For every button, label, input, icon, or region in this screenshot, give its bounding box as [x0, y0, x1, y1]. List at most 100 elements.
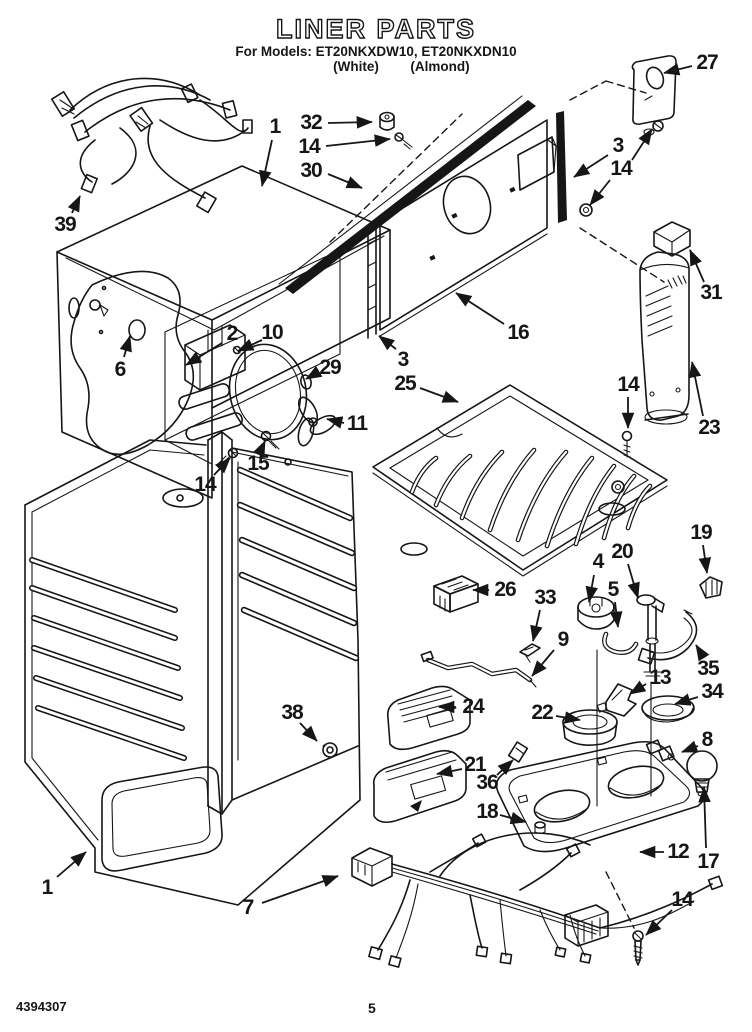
callout-arrow-8 — [681, 740, 699, 753]
rear-panel-16-art — [278, 55, 677, 339]
callout-arrow-4 — [585, 574, 598, 603]
callout-29-16: 29 — [319, 356, 341, 379]
fresh-food-liner-art — [24, 431, 361, 906]
callout-14-39: 14 — [671, 888, 693, 911]
callout-arrow-3 — [378, 335, 397, 351]
callout-arrow-13 — [629, 680, 647, 695]
color-label-almond: (Almond) — [410, 59, 470, 74]
air-duct-23-art — [639, 251, 690, 425]
callout-14-13: 14 — [617, 373, 639, 396]
callout-arrow-2 — [185, 342, 223, 366]
callout-15-18: 15 — [247, 452, 269, 475]
callout-25-12: 25 — [394, 372, 416, 395]
callout-arrow-32 — [327, 116, 373, 129]
callout-arrow-14 — [645, 909, 673, 936]
callout-16-10: 16 — [507, 321, 529, 344]
callout-38-42: 38 — [281, 701, 303, 724]
callout-arrow-1 — [259, 139, 273, 187]
page-title: LINER PARTS — [275, 13, 476, 44]
callout-arrow-38 — [299, 722, 318, 742]
switch-26-art — [433, 575, 479, 613]
callout-13-33: 13 — [649, 666, 671, 689]
callout-arrow-22 — [555, 711, 581, 724]
callout-arrow-6 — [119, 335, 132, 358]
shelf-25-art — [372, 384, 668, 577]
callout-19-31: 19 — [690, 521, 712, 544]
callout-20-29: 20 — [611, 540, 633, 563]
callout-18-27: 18 — [476, 800, 498, 823]
callout-arrow-3 — [573, 154, 609, 178]
callout-arrow-14 — [589, 179, 611, 206]
bracket-9-art — [420, 650, 537, 688]
callout-arrow-33 — [530, 609, 543, 642]
callout-1-41: 1 — [41, 876, 54, 899]
callout-36-26: 36 — [476, 771, 498, 794]
callout-arrow-30 — [327, 173, 363, 189]
callout-arrow-16 — [455, 292, 505, 325]
callout-arrow-39 — [67, 195, 81, 214]
fan-parts-art — [228, 343, 337, 447]
wire-harness-39-art — [50, 77, 253, 214]
callout-14-7: 14 — [610, 157, 632, 180]
callout-arrow-9 — [531, 649, 555, 677]
callout-3-11: 3 — [397, 348, 410, 371]
callout-34-34: 34 — [701, 680, 723, 703]
callout-24-24: 24 — [462, 695, 484, 718]
callout-22-35: 22 — [531, 701, 553, 724]
callout-arrow-29 — [305, 365, 323, 380]
callout-arrow-11 — [326, 416, 345, 429]
callout-arrow-23 — [688, 361, 704, 417]
callout-arrow-35 — [695, 644, 710, 662]
callout-4-28: 4 — [592, 550, 605, 573]
callout-32-2: 32 — [300, 111, 322, 134]
callout-30-4: 30 — [300, 159, 322, 182]
callout-arrow-36 — [496, 759, 514, 776]
callout-14-3: 14 — [298, 135, 320, 158]
callout-17-37: 17 — [697, 850, 719, 873]
callout-arrow-14 — [631, 128, 653, 161]
callout-21-25: 21 — [464, 753, 486, 776]
grommet-38-art — [322, 742, 338, 758]
callout-5-30: 5 — [607, 578, 620, 601]
wire-harness-7-art — [351, 832, 724, 968]
callout-arrow-20 — [627, 563, 640, 599]
callout-arrow-1 — [56, 851, 87, 878]
callout-arrow-21 — [436, 764, 463, 778]
callout-9-23: 9 — [557, 628, 570, 651]
callout-35-32: 35 — [697, 657, 719, 680]
callout-6-20: 6 — [114, 358, 127, 381]
callout-12-38: 12 — [667, 840, 689, 863]
callout-8-36: 8 — [701, 728, 714, 751]
callout-27-5: 27 — [696, 51, 718, 74]
callout-arrow-31 — [689, 249, 705, 283]
callout-23-9: 23 — [698, 416, 720, 439]
callout-arrow-34 — [674, 693, 699, 706]
callout-10-15: 10 — [261, 321, 283, 344]
gasket-6-art — [68, 270, 195, 456]
callout-7-40: 7 — [242, 896, 255, 919]
callout-31-8: 31 — [700, 281, 722, 304]
doc-number: 4394307 — [16, 999, 67, 1014]
callout-arrow-18 — [499, 811, 527, 825]
callout-2-14: 2 — [226, 322, 239, 345]
callout-39-0: 39 — [54, 213, 76, 236]
callout-11-17: 11 — [346, 412, 368, 435]
callout-arrow-15 — [252, 440, 266, 458]
callout-arrow-27 — [663, 63, 693, 76]
callout-arrow-5 — [609, 601, 623, 628]
clip-33-art — [519, 643, 541, 663]
support-21-art — [372, 749, 467, 824]
callout-33-22: 33 — [534, 586, 556, 609]
callout-3-6: 3 — [612, 134, 625, 157]
callout-arrow-17 — [698, 786, 711, 849]
callout-arrow-14 — [213, 457, 231, 476]
color-label-white: (White) — [333, 59, 379, 74]
page-number: 5 — [368, 1000, 376, 1016]
callout-arrow-14 — [325, 134, 391, 147]
callout-14-19: 14 — [194, 473, 216, 496]
callout-arrow-10 — [237, 338, 263, 352]
models-line: For Models: ET20NKXDW10, ET20NKXDN10 — [235, 44, 517, 59]
